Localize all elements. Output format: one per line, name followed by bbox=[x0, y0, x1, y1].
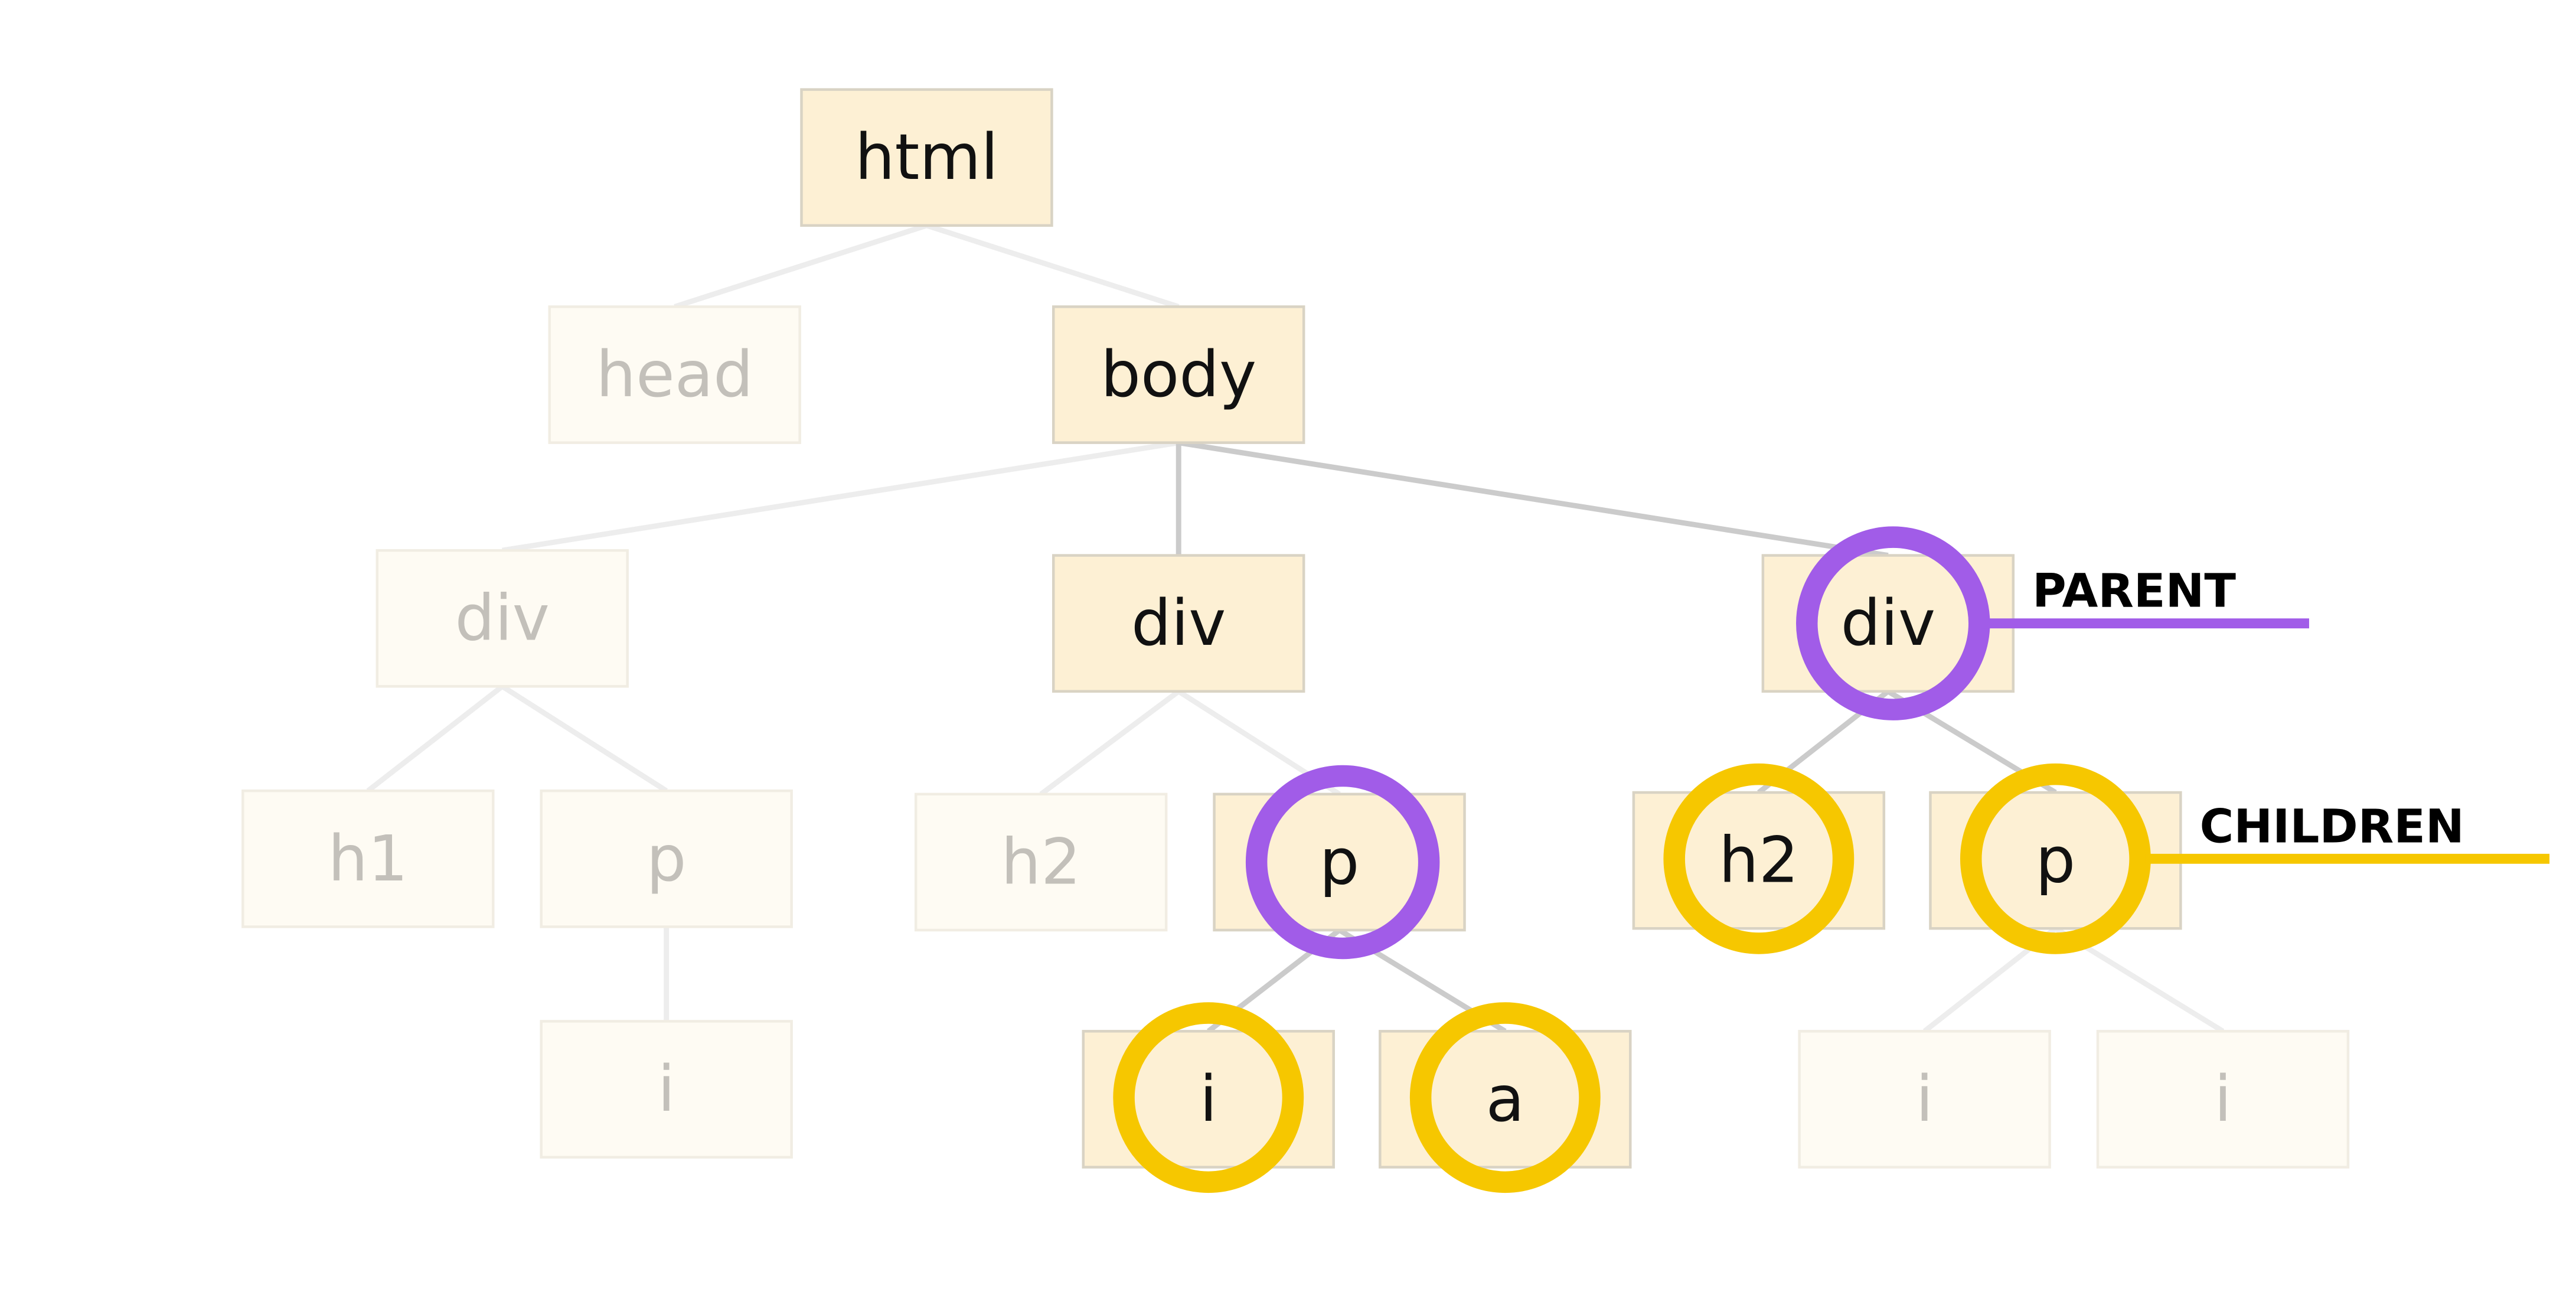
node-label-body: body bbox=[1101, 338, 1256, 412]
edge-body-to-div-right bbox=[1178, 440, 1889, 558]
callouts-layer: PARENT CHILDREN bbox=[1981, 564, 2550, 864]
node-label-i-left: i bbox=[658, 1053, 675, 1126]
node-i-right-2: i bbox=[2096, 1030, 2350, 1169]
child-ring-a-middle bbox=[1409, 1002, 1601, 1193]
child-ring-p-right bbox=[1960, 763, 2151, 954]
node-div-middle: div bbox=[1052, 554, 1305, 693]
node-label-head: head bbox=[596, 338, 753, 412]
node-html: html bbox=[800, 88, 1053, 227]
node-box-i-right-2 bbox=[2096, 1030, 2350, 1169]
edge-div-left-to-p-left bbox=[501, 684, 668, 794]
node-h2-middle: h2 bbox=[914, 792, 1168, 932]
nodes-layer: html head body div div div h1 p i h2 p i a h2 p i i bbox=[241, 88, 2350, 1169]
edge-html-to-body bbox=[926, 223, 1180, 309]
highlight-rings-layer bbox=[1113, 526, 2151, 1193]
parent-ring-div-right bbox=[1796, 526, 1990, 720]
node-box-i-left bbox=[540, 1020, 793, 1159]
node-label-a-middle: a bbox=[1486, 1063, 1524, 1136]
node-label-p-middle: p bbox=[1320, 826, 1360, 899]
node-label-div-left: div bbox=[455, 582, 549, 655]
node-body: body bbox=[1052, 305, 1305, 444]
node-box-div-left bbox=[376, 549, 629, 688]
child-ring-h2-right bbox=[1663, 763, 1855, 954]
node-box-head bbox=[548, 305, 801, 444]
node-box-div-middle bbox=[1052, 554, 1305, 693]
node-i-left: i bbox=[540, 1020, 793, 1159]
node-box-h1-left bbox=[241, 789, 495, 928]
edge-body-to-div-left bbox=[501, 440, 1179, 553]
node-box-h2-middle bbox=[914, 792, 1168, 932]
node-p-left: p bbox=[540, 789, 793, 928]
node-label-html: html bbox=[855, 121, 998, 194]
node-label-i-right-1: i bbox=[1916, 1063, 1934, 1136]
parent-ring-p-middle bbox=[1245, 765, 1440, 960]
parent-label: PARENT bbox=[2032, 564, 2236, 618]
node-box-body bbox=[1052, 305, 1305, 444]
node-label-i-middle: i bbox=[1200, 1063, 1217, 1136]
node-label-h2-middle: h2 bbox=[1001, 826, 1080, 899]
node-label-p-right: p bbox=[2036, 824, 2076, 898]
node-h1-left: h1 bbox=[241, 789, 495, 928]
node-box-p-left bbox=[540, 789, 793, 928]
node-label-p-left: p bbox=[647, 823, 687, 896]
node-i-right-1: i bbox=[1798, 1030, 2051, 1169]
node-box-i-right-1 bbox=[1798, 1030, 2051, 1169]
node-label-div-right: div bbox=[1841, 587, 1935, 660]
edge-html-to-head bbox=[674, 223, 928, 309]
node-head: head bbox=[548, 305, 801, 444]
child-ring-i-middle bbox=[1113, 1002, 1304, 1193]
node-label-i-right-2: i bbox=[2214, 1063, 2232, 1136]
node-div-left: div bbox=[376, 549, 629, 688]
node-label-h2-right: h2 bbox=[1719, 824, 1798, 898]
children-label: CHILDREN bbox=[2200, 799, 2464, 853]
node-label-h1-left: h1 bbox=[328, 823, 408, 896]
node-label-div-middle: div bbox=[1131, 587, 1226, 660]
edge-div-middle-to-h2-middle bbox=[1039, 689, 1180, 797]
node-box-html bbox=[800, 88, 1053, 227]
edge-div-left-to-h1-left bbox=[366, 684, 504, 793]
